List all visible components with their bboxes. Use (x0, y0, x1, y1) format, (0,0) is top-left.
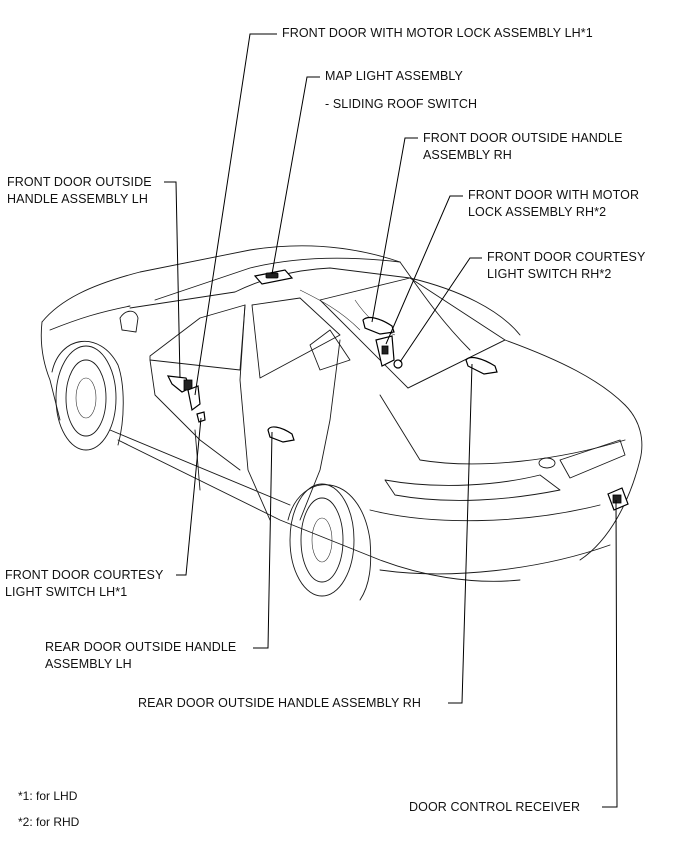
rear-door-handle-lh-part (267, 426, 295, 443)
door-control-receiver-part (607, 487, 629, 511)
label-map-light-assembly: MAP LIGHT ASSEMBLY (325, 69, 463, 83)
label-rear-door-outside-handle-rh: REAR DOOR OUTSIDE HANDLE ASSEMBLY RH (138, 696, 422, 710)
leader-lines (164, 33, 618, 808)
label-front-door-courtesy-rh-line2: LIGHT SWITCH RH*2 (487, 267, 612, 281)
front-door-courtesy-lh-part (196, 411, 206, 423)
label-rear-door-outside-handle-lh-line1: REAR DOOR OUTSIDE HANDLE (45, 640, 237, 654)
label-front-door-motor-lock-rh-line1: FRONT DOOR WITH MOTOR (468, 188, 640, 202)
footnote-rhd: *2: for RHD (18, 815, 80, 829)
rear-door-handle-rh-part (465, 356, 498, 375)
label-front-door-outside-handle-rh-line1: FRONT DOOR OUTSIDE HANDLE (423, 131, 623, 145)
label-front-door-outside-handle-rh-line2: ASSEMBLY RH (423, 148, 512, 162)
label-front-door-motor-lock-rh-line2: LOCK ASSEMBLY RH*2 (468, 205, 607, 219)
label-front-door-courtesy-rh-line1: FRONT DOOR COURTESY (487, 250, 646, 264)
label-sliding-roof-switch: - SLIDING ROOF SWITCH (325, 97, 478, 111)
label-rear-door-outside-handle-lh-line2: ASSEMBLY LH (45, 657, 132, 671)
front-door-lock-lh-part (187, 385, 201, 412)
front-door-lock-rh-part (375, 335, 395, 367)
label-door-control-receiver: DOOR CONTROL RECEIVER (409, 800, 581, 814)
label-front-door-motor-lock-lh: FRONT DOOR WITH MOTOR LOCK ASSEMBLY LH*1 (282, 26, 593, 40)
label-front-door-courtesy-lh-line2: LIGHT SWITCH LH*1 (5, 585, 128, 599)
front-door-handle-lh-part (166, 375, 193, 393)
label-front-door-courtesy-lh-line1: FRONT DOOR COURTESY (5, 568, 164, 582)
label-front-door-outside-handle-lh-line1: FRONT DOOR OUTSIDE (7, 175, 152, 189)
footnote-lhd: *1: for LHD (18, 789, 78, 803)
front-door-handle-rh-part (362, 316, 395, 335)
label-front-door-outside-handle-lh-line2: HANDLE ASSEMBLY LH (7, 192, 148, 206)
car-body-outline (40, 245, 643, 601)
map-light-part (253, 269, 294, 285)
